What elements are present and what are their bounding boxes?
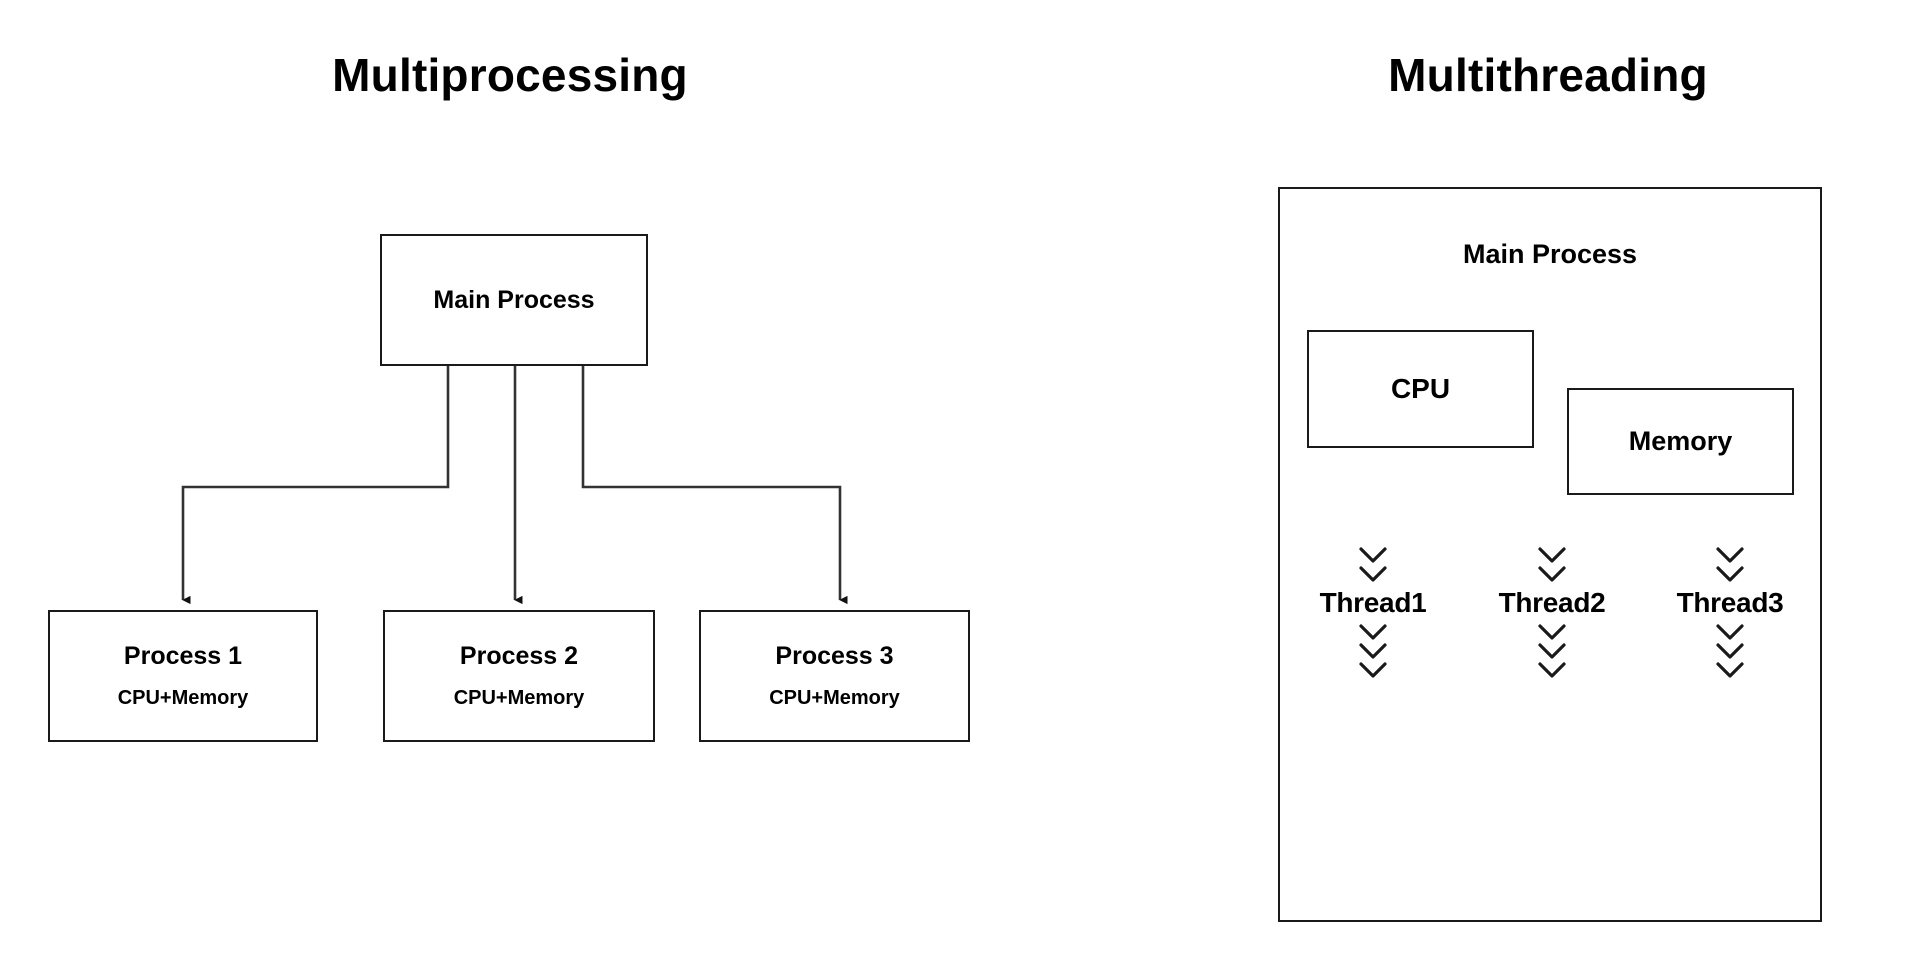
chevron-down-icon <box>1538 566 1566 582</box>
multithreading-title: Multithreading <box>1388 49 1708 101</box>
chevron-down-icon <box>1538 643 1566 659</box>
memory-label: Memory <box>1628 426 1733 456</box>
thread-2-label: Thread2 <box>1498 587 1606 618</box>
memory-box: Memory <box>1567 388 1794 495</box>
process-1-subtitle: CPU+Memory <box>117 687 249 709</box>
cpu-box: CPU <box>1307 330 1534 448</box>
main-process-container-label: Main Process <box>1462 239 1638 269</box>
multiprocessing-title: Multiprocessing <box>332 49 688 101</box>
chevron-down-icon <box>1716 624 1744 640</box>
chevron-down-icon <box>1538 662 1566 678</box>
chevron-down-icon <box>1716 566 1744 582</box>
process-3-subtitle: CPU+Memory <box>769 687 900 709</box>
thread-1-label: Thread1 <box>1319 587 1427 618</box>
process-2-title: Process 2 <box>459 642 579 670</box>
main-process-label: Main Process <box>433 285 595 314</box>
process-box-1: Process 1 CPU+Memory <box>48 610 318 742</box>
chevron-down-icon <box>1359 566 1387 582</box>
chevron-down-icon <box>1359 624 1387 640</box>
chevron-down-icon <box>1359 662 1387 678</box>
cpu-label: CPU <box>1390 373 1451 404</box>
chevron-down-icon <box>1359 547 1387 563</box>
chevron-down-icon <box>1538 547 1566 563</box>
chevron-down-icon <box>1538 624 1566 640</box>
process-box-2: Process 2 CPU+Memory <box>383 610 655 742</box>
thread-1-chevrons-above <box>1358 546 1388 584</box>
thread-2-chevrons-above <box>1537 546 1567 584</box>
thread-3-chevrons-below <box>1715 623 1745 680</box>
chevron-down-icon <box>1359 643 1387 659</box>
thread-1-chevrons-below <box>1358 623 1388 680</box>
chevron-down-icon <box>1716 547 1744 563</box>
thread-2-chevrons-below <box>1537 623 1567 680</box>
process-2-subtitle: CPU+Memory <box>453 687 585 709</box>
thread-column-3: Thread3 <box>1645 546 1815 680</box>
process-3-title: Process 3 <box>775 642 894 670</box>
thread-3-label: Thread3 <box>1676 587 1784 618</box>
chevron-down-icon <box>1716 662 1744 678</box>
main-process-box: Main Process <box>380 234 648 366</box>
thread-column-1: Thread1 <box>1288 546 1458 680</box>
thread-3-chevrons-above <box>1715 546 1745 584</box>
thread-column-2: Thread2 <box>1467 546 1637 680</box>
process-1-title: Process 1 <box>123 642 243 670</box>
process-box-3: Process 3 CPU+Memory <box>699 610 970 742</box>
chevron-down-icon <box>1716 643 1744 659</box>
